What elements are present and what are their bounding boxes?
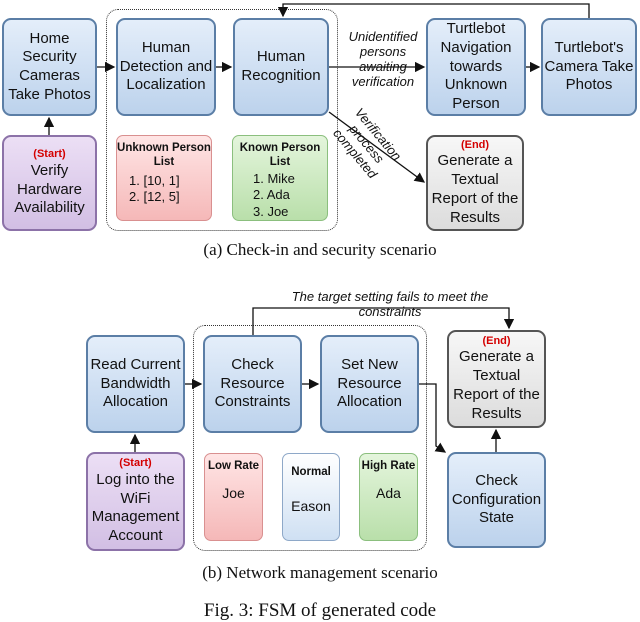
generate-report-node-bottom: (End) Generate a Textual Report of the R… <box>447 330 546 428</box>
set-allocation-node: Set New Resource Allocation <box>320 335 419 433</box>
generate-report-node-top: (End) Generate a Textual Report of the R… <box>426 135 524 231</box>
generate-report-label: Generate a Textual Report of the Results <box>453 348 540 422</box>
high-rate-card: High Rate Ada <box>359 453 418 541</box>
turtlebot-camera-node: Turtlebot's Camera Take Photos <box>541 18 637 116</box>
list-item: 1. [10, 1] <box>129 172 180 188</box>
read-bandwidth-node: Read Current Bandwidth Allocation <box>86 335 185 433</box>
known-person-list: Known Person List 1. Mike 2. Ada 3. Joe <box>232 135 328 221</box>
normal-rate-card: Normal Eason <box>282 453 340 541</box>
arrow-recognition-to-report <box>328 111 426 183</box>
turtlebot-navigation-label: Turtlebot Navigation towards Unknown Per… <box>440 20 512 113</box>
caption-b: (b) Network management scenario <box>202 563 438 582</box>
known-list-title: Known Person List <box>239 142 321 168</box>
check-constraints-label: Check Resource Constraints <box>214 355 291 411</box>
human-detection-label: Human Detection and Localization <box>119 38 213 94</box>
turtlebot-camera-label: Turtlebot's Camera Take Photos <box>544 38 634 94</box>
end-tag: (End) <box>482 334 511 347</box>
list-item: 1. Mike <box>253 170 295 186</box>
verify-hardware-node: (Start) Verify Hardware Availability <box>2 135 97 231</box>
check-state-label: Check Configuration State <box>451 471 542 527</box>
normal-user: Eason <box>291 497 331 514</box>
bottom-grouping-frame <box>193 325 427 551</box>
top-grouping-frame <box>106 9 338 231</box>
list-item: 2. Ada <box>253 187 290 203</box>
caption-a: (a) Check-in and security scenario <box>203 240 437 259</box>
human-detection-node: Human Detection and Localization <box>116 18 216 116</box>
high-rate-user: Ada <box>376 484 401 501</box>
check-constraints-node: Check Resource Constraints <box>203 335 302 433</box>
log-into-label: Log into the WiFi Management Account <box>91 470 180 545</box>
log-into-node: (Start) Log into the WiFi Management Acc… <box>86 452 185 551</box>
human-recognition-label: Human Recognition <box>241 48 321 84</box>
arrow-set-to-state <box>419 383 447 453</box>
set-allocation-label: Set New Resource Allocation <box>336 355 403 411</box>
generate-report-label: Generate a Textual Report of the Results <box>431 152 519 226</box>
arrow-camera-loop-back <box>277 3 590 18</box>
home-cameras-node: Home Security Cameras Take Photos <box>2 18 97 116</box>
arrow-fail-loop <box>252 307 515 335</box>
verify-hardware-label: Verify Hardware Availability <box>14 161 85 217</box>
low-rate-user: Joe <box>222 484 245 501</box>
list-item: 3. Joe <box>253 204 289 220</box>
human-recognition-node: Human Recognition <box>233 18 329 116</box>
turtlebot-navigation-node: Turtlebot Navigation towards Unknown Per… <box>426 18 526 116</box>
unknown-list-title: Unknown Person List <box>117 142 211 168</box>
high-rate-title: High Rate <box>361 460 416 472</box>
read-bandwidth-label: Read Current Bandwidth Allocation <box>90 355 181 411</box>
list-item: 2. [12, 5] <box>129 189 180 205</box>
check-state-node: Check Configuration State <box>447 452 546 548</box>
normal-title: Normal <box>291 466 331 478</box>
unknown-person-list: Unknown Person List 1. [10, 1] 2. [12, 5… <box>116 135 212 221</box>
start-tag: (Start) <box>33 148 66 160</box>
start-tag: (Start) <box>119 457 152 470</box>
home-cameras-label: Home Security Cameras Take Photos <box>8 29 91 103</box>
end-tag: (End) <box>460 138 490 151</box>
low-rate-card: Low Rate Joe <box>204 453 263 541</box>
low-rate-title: Low Rate <box>207 460 260 472</box>
